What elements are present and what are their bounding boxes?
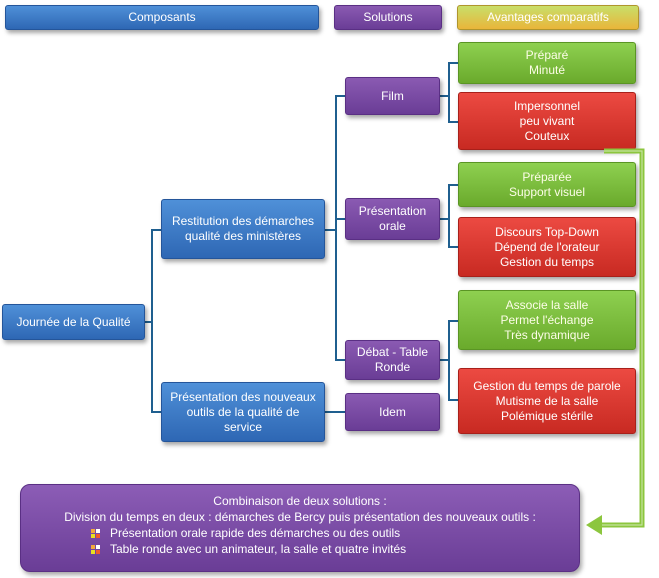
connector: [151, 229, 153, 412]
connector: [335, 359, 345, 361]
advantage-line: Dépend de l'orateur: [494, 239, 600, 254]
component-label: Restitution des démarches qualité des mi…: [171, 214, 315, 243]
advantage-line: Préparée: [522, 169, 572, 184]
header-avantages: Avantages comparatifs: [457, 5, 639, 30]
advantage-line: Gestion du temps: [499, 254, 595, 269]
summary-item-label: Présentation orale rapide des démarches …: [110, 526, 401, 540]
solution-label: Débat - Table Ronde: [356, 345, 429, 374]
advantage-line: Couteux: [524, 128, 570, 143]
solution-label: Présentation orale: [358, 204, 427, 233]
connector: [448, 184, 450, 247]
advantage-oral-cons: Discours Top-Down Dépend de l'orateur Ge…: [458, 217, 636, 277]
summary-title: Combinaison de deux solutions :: [213, 494, 387, 508]
advantage-line: Polémique stérile: [500, 408, 594, 423]
advantage-line: Discours Top-Down: [495, 224, 599, 239]
root-node: Journée de la Qualité: [2, 304, 145, 340]
advantage-line: peu vivant: [519, 113, 575, 128]
component-label: Présentation des nouveaux outils de la q…: [170, 389, 316, 434]
header-solutions: Solutions: [334, 5, 442, 30]
advantage-debat-pros: Associe la salle Permet l'échange Très d…: [458, 290, 636, 350]
connector: [448, 399, 458, 401]
connector: [440, 359, 448, 361]
summary-item-label: Table ronde avec un animateur, la salle …: [110, 542, 407, 556]
summary-panel: Combinaison de deux solutions : Division…: [20, 484, 580, 572]
component-nouveaux-outils: Présentation des nouveaux outils de la q…: [161, 382, 325, 442]
connector: [448, 246, 458, 248]
advantage-line: Permet l'échange: [500, 312, 594, 327]
advantage-line: Gestion du temps de parole: [473, 378, 621, 393]
connector: [440, 95, 448, 97]
advantage-line: Minuté: [528, 63, 566, 77]
solution-debat: Débat - Table Ronde: [345, 340, 440, 380]
list-item: Présentation orale rapide des démarches …: [91, 525, 579, 541]
component-restitution: Restitution des démarches qualité des mi…: [161, 199, 325, 259]
list-item: Table ronde avec un animateur, la salle …: [91, 541, 579, 557]
header-avantages-label: Avantages comparatifs: [487, 10, 609, 24]
connector: [448, 62, 458, 64]
solution-idem: Idem: [345, 393, 440, 431]
advantage-film-cons: Impersonnel peu vivant Couteux: [458, 92, 636, 150]
connector: [325, 411, 345, 413]
arrow-connector: [586, 148, 645, 535]
advantage-line: Mutisme de la salle: [495, 393, 599, 408]
advantage-line: Associe la salle: [505, 297, 589, 312]
connector: [448, 320, 458, 322]
connector: [335, 218, 345, 220]
connector: [335, 95, 337, 360]
bullet-icon: [91, 544, 100, 554]
connector: [448, 184, 458, 186]
solution-label: Film: [381, 88, 404, 103]
advantage-debat-cons: Gestion du temps de parole Mutisme de la…: [458, 368, 636, 434]
root-label: Journée de la Qualité: [16, 314, 131, 329]
summary-list: Présentation orale rapide des démarches …: [21, 525, 579, 557]
advantage-line: Impersonnel: [513, 98, 581, 113]
solution-label: Idem: [379, 404, 406, 419]
connector: [151, 229, 161, 231]
advantage-line: Préparé: [525, 48, 569, 62]
advantage-line: Support visuel: [508, 184, 586, 199]
solution-film: Film: [345, 77, 440, 115]
connector: [440, 218, 448, 220]
summary-subtitle: Division du temps en deux : démarches de…: [64, 510, 536, 524]
connector: [325, 229, 335, 231]
header-composants: Composants: [5, 5, 319, 30]
connector: [448, 320, 450, 400]
connector: [151, 411, 161, 413]
connector: [448, 62, 450, 122]
advantage-line: Très dynamique: [504, 327, 590, 342]
header-composants-label: Composants: [128, 10, 196, 24]
connector: [145, 321, 151, 323]
header-solutions-label: Solutions: [363, 10, 413, 24]
connector: [335, 95, 345, 97]
solution-presentation-orale: Présentation orale: [345, 198, 440, 240]
connector: [448, 121, 458, 123]
bullet-icon: [91, 528, 100, 538]
advantage-oral-pros: Préparée Support visuel: [458, 162, 636, 207]
advantage-film-pros: Préparé Minuté: [458, 42, 636, 84]
